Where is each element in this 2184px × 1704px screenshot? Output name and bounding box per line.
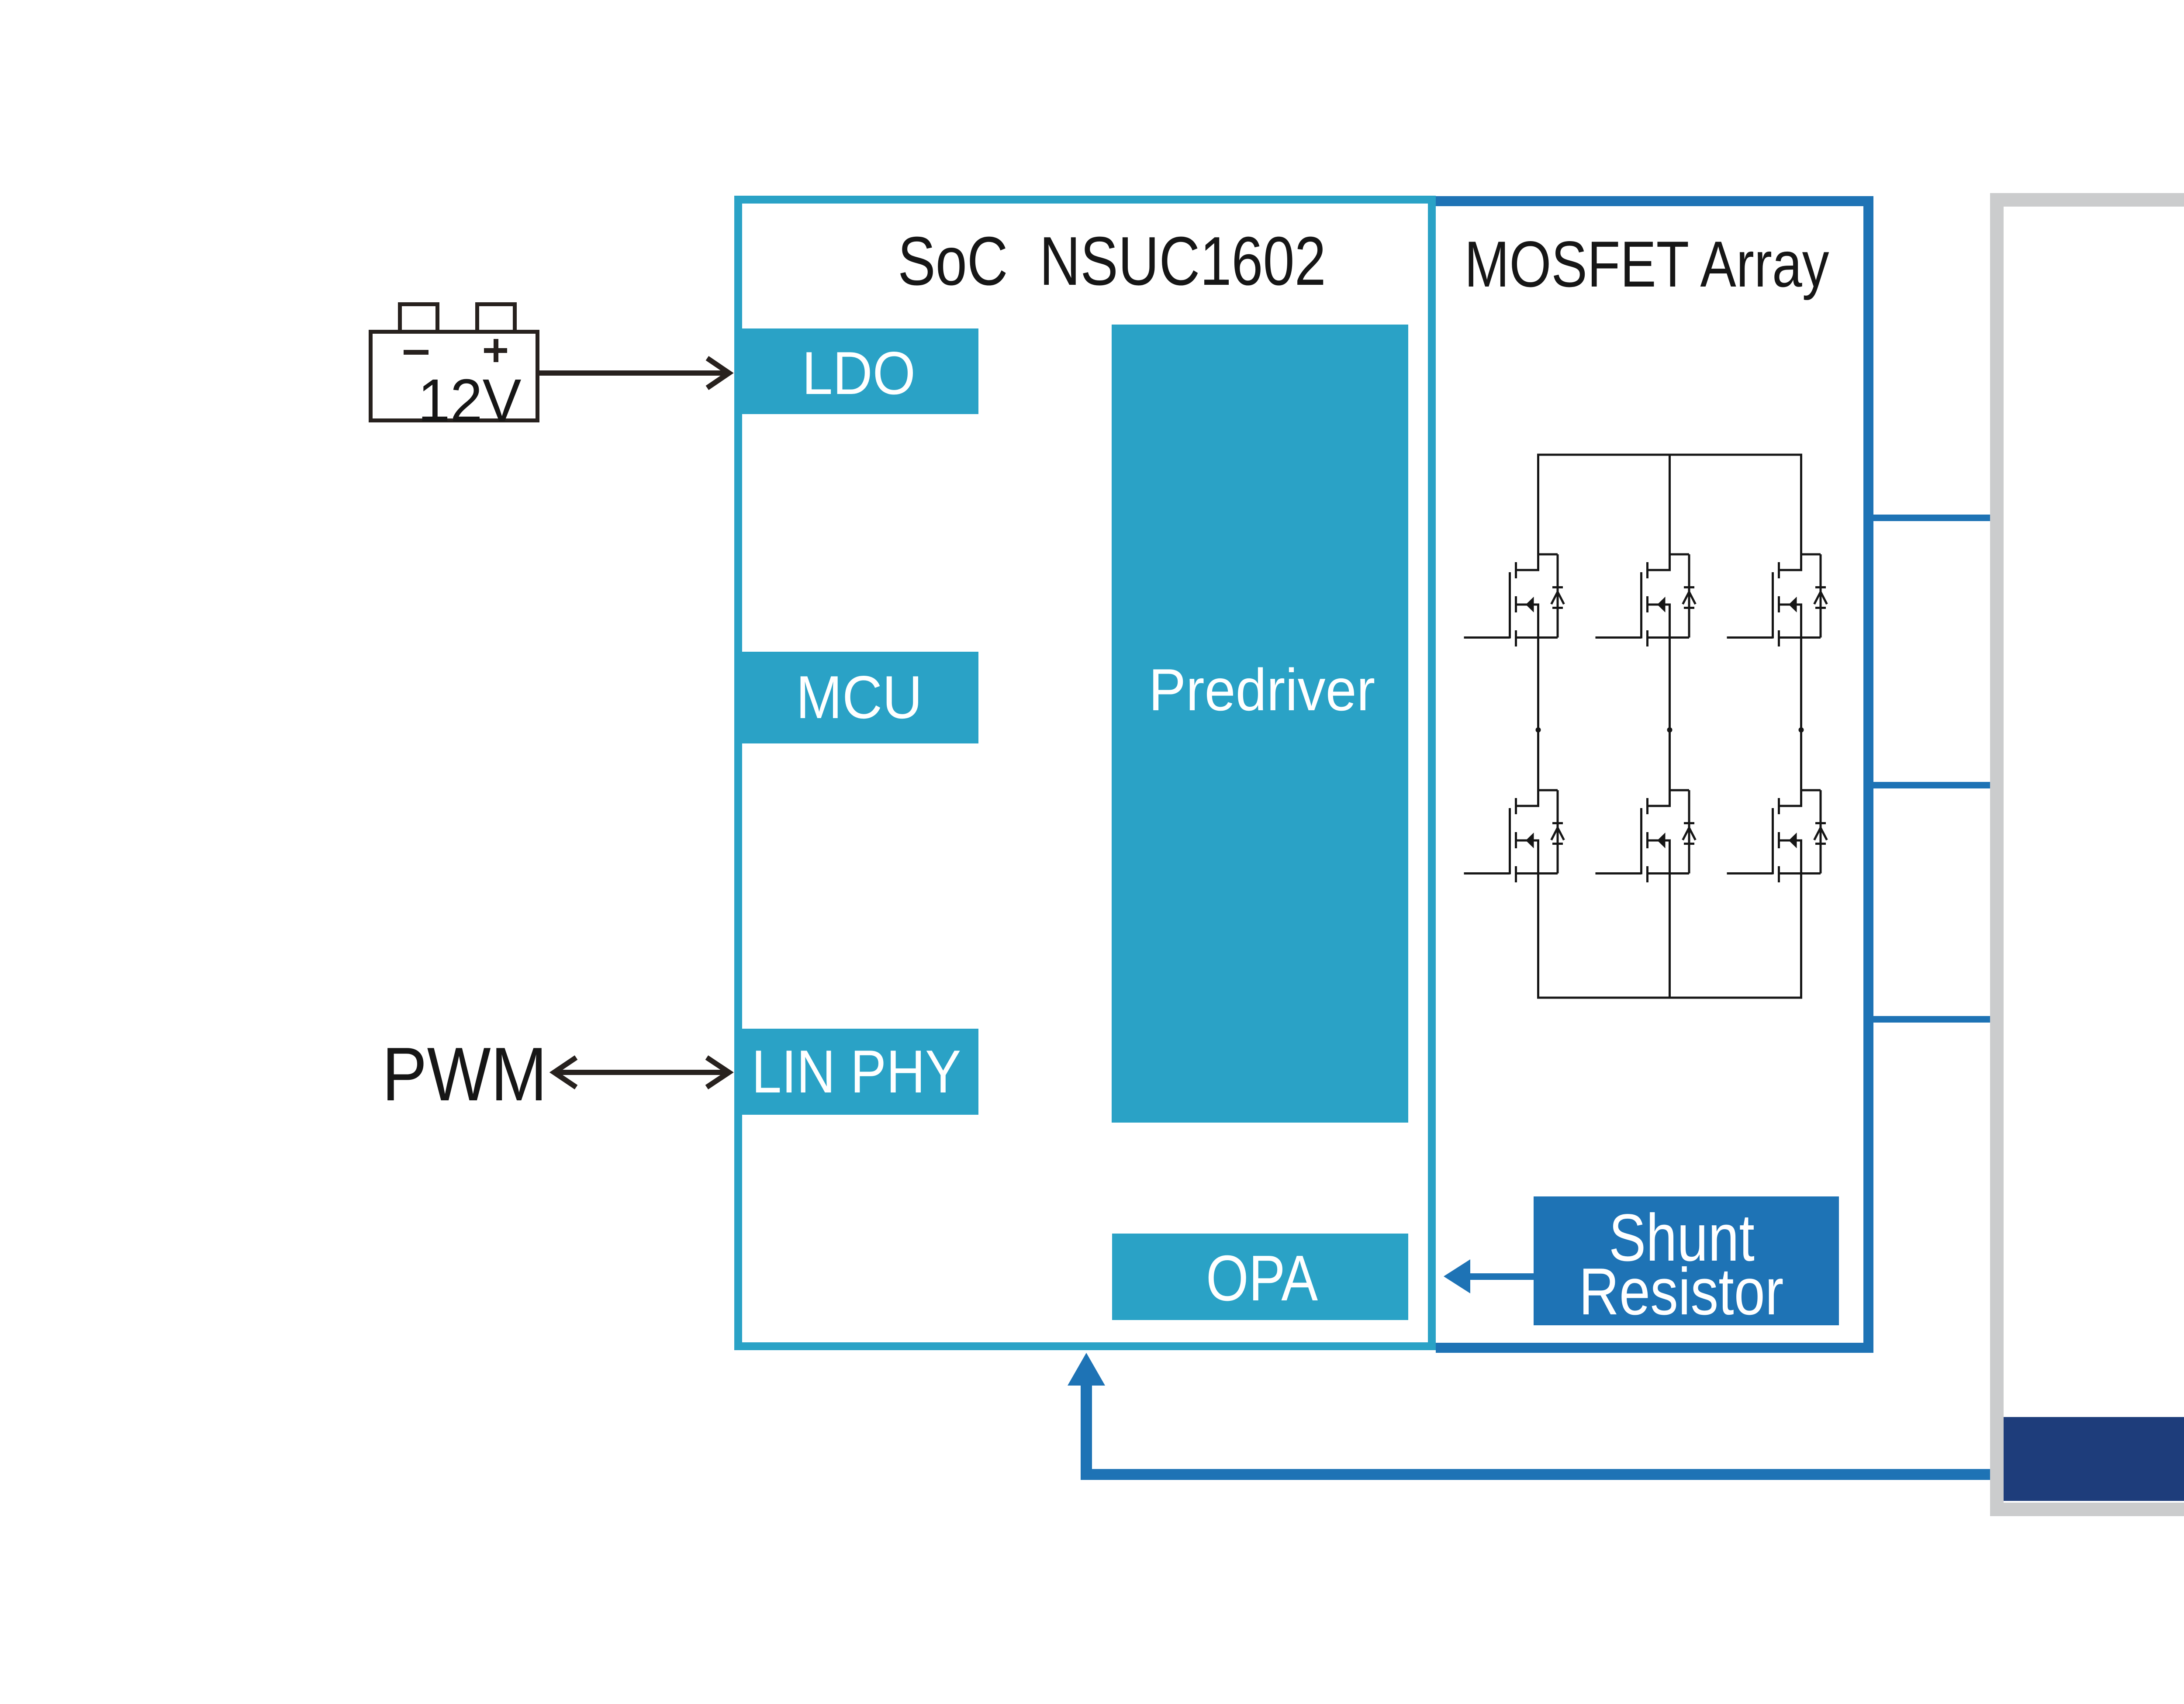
svg-text:Resistor: Resistor — [1579, 1255, 1784, 1329]
svg-text:Predriver: Predriver — [1149, 657, 1375, 722]
svg-text:MOSFET Array: MOSFET Array — [1465, 228, 1829, 301]
svg-text:PWM: PWM — [382, 1032, 547, 1116]
svg-text:12V: 12V — [418, 366, 522, 434]
svg-text:LDO: LDO — [802, 340, 916, 408]
svg-text:OPA: OPA — [1206, 1242, 1318, 1314]
svg-text:MCU: MCU — [796, 664, 923, 731]
svg-text:SoC NSUC1602: SoC NSUC1602 — [898, 222, 1326, 300]
svg-text:LIN PHY: LIN PHY — [752, 1037, 961, 1106]
